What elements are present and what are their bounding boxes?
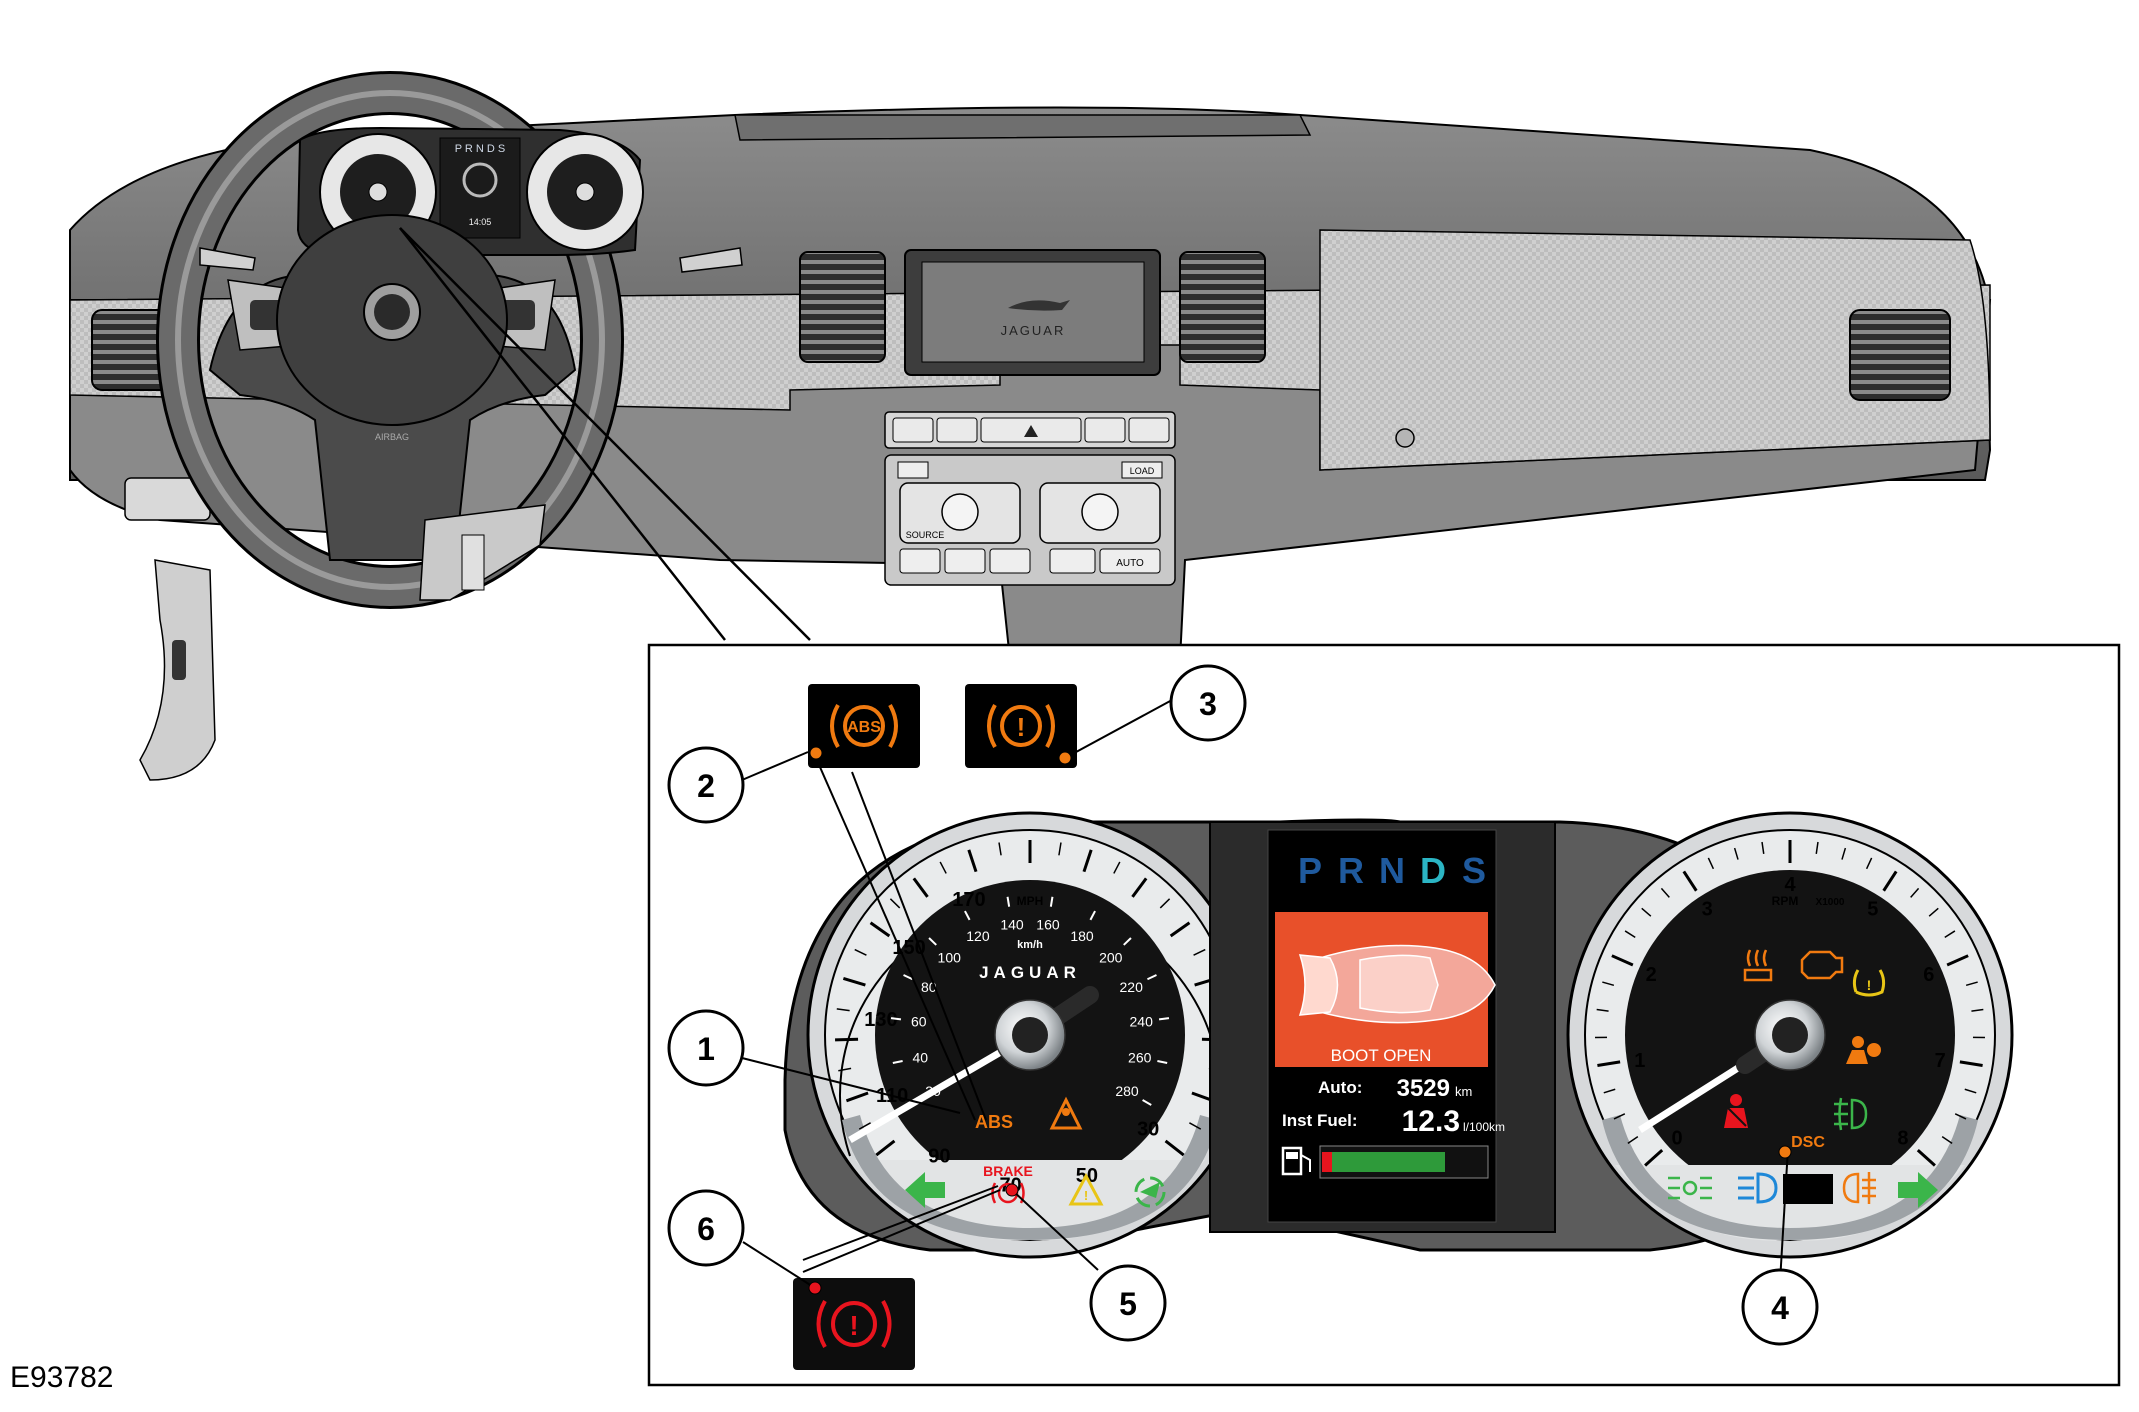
callout-6-number: 6 <box>697 1211 715 1247</box>
airbag-text: AIRBAG <box>375 432 409 442</box>
kmh-tick-label: 140 <box>1000 916 1024 932</box>
rpm-tick-label: 7 <box>1935 1050 1946 1072</box>
auto-button-label: AUTO <box>1116 558 1144 569</box>
kmh-tick-label: 260 <box>1128 1049 1152 1065</box>
right-air-vent <box>1850 310 1950 400</box>
svg-text:!: ! <box>1867 977 1872 993</box>
rpm-tick-label: 5 <box>1867 899 1878 921</box>
dsc-telltale-text: DSC <box>1791 1134 1825 1151</box>
rpm-tick-label: 0 <box>1671 1128 1682 1150</box>
speedometer: 30507090110130150170 2040608010012014016… <box>808 813 1252 1257</box>
trip-auto-value: 3529 <box>1397 1075 1450 1102</box>
trip-auto-label: Auto: <box>1318 1078 1362 1097</box>
figure-reference-id: E93782 <box>10 1361 113 1395</box>
rpm-tick-label: 3 <box>1702 899 1713 921</box>
rpm-tick-label: 8 <box>1897 1128 1908 1150</box>
kmh-tick-label: 280 <box>1115 1083 1139 1099</box>
speedo-brand-text: JAGUAR <box>979 963 1081 982</box>
svg-text:!: ! <box>849 1310 858 1341</box>
mini-gear-text: P R N D S <box>455 143 506 155</box>
display-message: BOOT OPEN <box>1331 1046 1432 1065</box>
center-right-vent <box>1180 252 1265 362</box>
callout-2: 2 <box>669 748 743 822</box>
gear-indicator-p: P <box>1298 850 1322 891</box>
screen-brand-text: JAGUAR <box>1001 323 1066 338</box>
load-button-label: LOAD <box>1130 466 1155 476</box>
mph-unit-label: MPH <box>1017 894 1044 908</box>
kmh-tick-label: 240 <box>1130 1013 1154 1029</box>
mini-clock-text: 14:05 <box>469 217 492 227</box>
gear-indicator-n: N <box>1379 850 1405 891</box>
kmh-tick-label: 120 <box>966 928 990 944</box>
inst-fuel-value: 12.3 <box>1402 1105 1460 1138</box>
brake-telltale-text: BRAKE <box>983 1163 1033 1179</box>
callout-3: 3 <box>1171 666 1245 740</box>
callout-6: 6 <box>669 1191 743 1265</box>
source-button-label: SOURCE <box>906 530 945 540</box>
gear-indicator-d: D <box>1420 850 1446 891</box>
kmh-unit-label: km/h <box>1017 939 1043 951</box>
kmh-tick-label: 60 <box>911 1013 927 1029</box>
kmh-tick-label: 160 <box>1036 916 1060 932</box>
abs-telltale: ABS <box>975 1112 1013 1132</box>
callout-4: 4 <box>1743 1270 1817 1344</box>
rpm-tick-label: 1 <box>1634 1050 1645 1072</box>
kmh-tick-label: 180 <box>1070 928 1094 944</box>
center-left-vent <box>800 252 885 362</box>
kmh-tick-label: 220 <box>1120 979 1144 995</box>
callout-4-number: 4 <box>1771 1290 1789 1326</box>
callout-1: 1 <box>669 1011 743 1085</box>
kmh-tick-label: 200 <box>1099 949 1123 965</box>
abs-warning-lamp: ABS <box>808 684 920 768</box>
rpm-tick-label: 6 <box>1923 964 1934 986</box>
rpm-multiplier-label: X1000 <box>1816 897 1845 908</box>
rpm-tick-label: 4 <box>1784 874 1796 896</box>
svg-text:!: ! <box>1084 1188 1088 1203</box>
callout-3-number: 3 <box>1199 686 1217 722</box>
inst-fuel-unit: l/100km <box>1463 1120 1505 1134</box>
fuel-bar-fill <box>1322 1152 1445 1172</box>
mph-tick-label: 30 <box>1137 1118 1159 1140</box>
callout-1-number: 1 <box>697 1031 715 1067</box>
callout-5-number: 5 <box>1119 1286 1137 1322</box>
instrument-cluster-detail: 30507090110130150170 2040608010012014016… <box>785 813 2012 1257</box>
callout-2-number: 2 <box>697 768 715 804</box>
car-top-view-icon <box>1300 946 1495 1023</box>
rpm-tick-label: 2 <box>1646 964 1657 986</box>
gear-indicator-s: S <box>1462 850 1486 891</box>
mph-tick-label: 170 <box>952 889 985 911</box>
abs-lamp-text: ABS <box>847 719 881 736</box>
touchscreen <box>922 262 1144 362</box>
kmh-tick-label: 100 <box>938 949 962 965</box>
kmh-tick-label: 40 <box>912 1049 928 1065</box>
mph-tick-label: 90 <box>928 1146 950 1168</box>
gear-indicator-r: R <box>1338 850 1364 891</box>
rpm-unit-label: RPM <box>1772 894 1799 908</box>
mph-tick-label: 130 <box>864 1009 897 1031</box>
trip-auto-unit: km <box>1455 1084 1472 1099</box>
boot-lid-open <box>1300 955 1338 1015</box>
inst-fuel-label: Inst Fuel: <box>1282 1111 1358 1130</box>
callout-5: 5 <box>1091 1266 1165 1340</box>
svg-text:!: ! <box>1017 712 1026 742</box>
blank-telltale-slot <box>1783 1174 1833 1204</box>
